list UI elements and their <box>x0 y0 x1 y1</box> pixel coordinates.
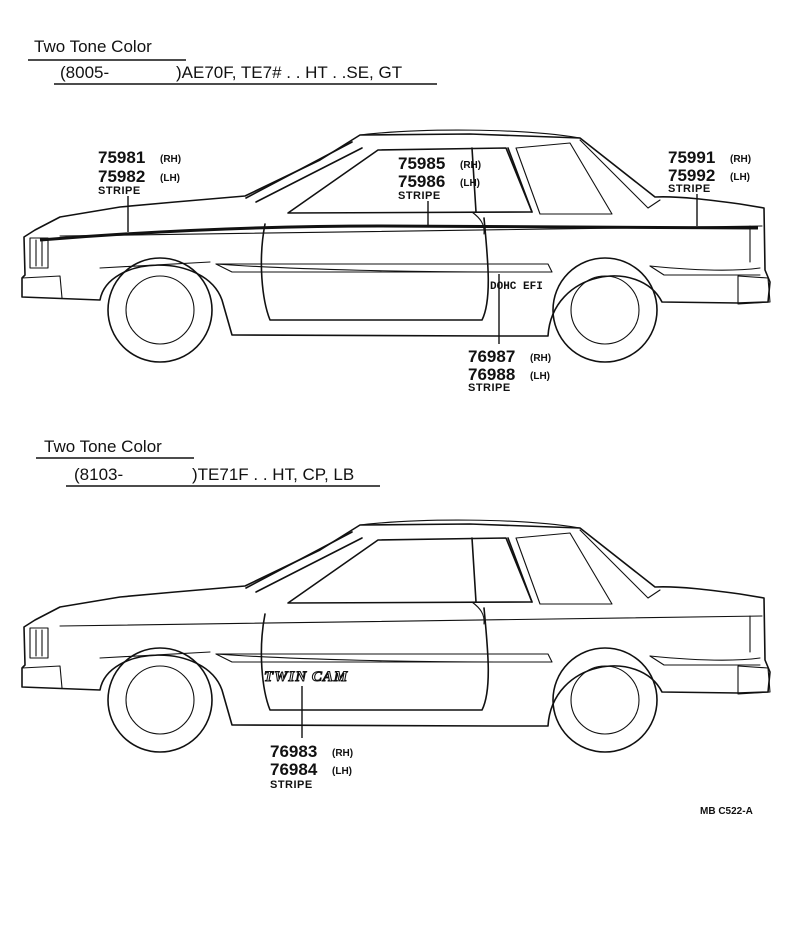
section2-header: Two Tone Color (8103- )TE71F . . HT, CP,… <box>36 437 380 487</box>
callout-rear-stripe: 75991 (RH) 75992 (LH) STRIPE <box>668 148 751 226</box>
part-75991: 75991 <box>668 148 715 167</box>
part-76987: 76987 <box>468 347 515 366</box>
rh-tag: (RH) <box>530 353 551 364</box>
rh-tag: (RH) <box>160 154 181 165</box>
part-76983: 76983 <box>270 742 317 761</box>
part-75982: 75982 <box>98 167 145 186</box>
badge-twin-cam: TWIN CAM <box>264 669 348 685</box>
section2-heading: Two Tone Color <box>44 437 162 456</box>
rh-tag: (RH) <box>460 160 481 171</box>
callout-twin-cam-stripe: 76983 (RH) 76984 (LH) STRIPE <box>270 686 353 791</box>
part-75985: 75985 <box>398 154 445 173</box>
section1-date: (8005- <box>60 63 109 82</box>
lh-tag: (LH) <box>160 173 180 184</box>
stripe-label: STRIPE <box>398 190 441 202</box>
badge-dohc-efi: DOHC EFI <box>490 281 543 293</box>
car-illustration-1: DOHC EFI <box>21 129 771 363</box>
rh-tag: (RH) <box>332 748 353 759</box>
lh-tag: (LH) <box>530 371 550 382</box>
lh-tag: (LH) <box>332 766 352 777</box>
stripe-label: STRIPE <box>668 183 711 195</box>
stripe-label: STRIPE <box>98 185 141 197</box>
callout-door-stripe: 75985 (RH) 75986 (LH) STRIPE <box>398 154 481 226</box>
section1-heading: Two Tone Color <box>34 37 152 56</box>
part-75981: 75981 <box>98 148 145 167</box>
part-75992: 75992 <box>668 166 715 185</box>
part-76984: 76984 <box>270 760 318 779</box>
stripe-label: STRIPE <box>270 779 313 791</box>
car-illustration-2: TWIN CAM <box>21 519 771 753</box>
rh-tag: (RH) <box>730 154 751 165</box>
stripe-label: STRIPE <box>468 382 511 394</box>
section2-models: )TE71F . . HT, CP, LB <box>192 465 354 484</box>
callout-front-stripe: 75981 (RH) 75982 (LH) STRIPE <box>98 148 181 232</box>
section1-models: )AE70F, TE7# . . HT . .SE, GT <box>176 63 402 82</box>
lh-tag: (LH) <box>460 178 480 189</box>
lh-tag: (LH) <box>730 172 750 183</box>
part-76988: 76988 <box>468 365 515 384</box>
part-75986: 75986 <box>398 172 445 191</box>
callout-lower-stripe: 76987 (RH) 76988 (LH) STRIPE <box>468 274 551 394</box>
section2-date: (8103- <box>74 465 123 484</box>
figure-code: MB C522-A <box>700 806 753 817</box>
section1-header: Two Tone Color (8005- )AE70F, TE7# . . H… <box>28 37 437 85</box>
